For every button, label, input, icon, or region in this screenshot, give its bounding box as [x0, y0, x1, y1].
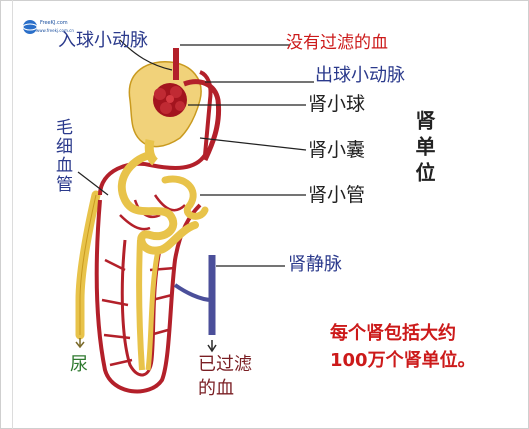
label-renal-tubule: 肾小管 [308, 186, 365, 205]
note-line-1: 每个肾包括大约 [330, 325, 456, 343]
urine-arrow [76, 338, 84, 347]
label-renal-vein: 肾静脉 [288, 256, 342, 274]
label-capillary: 毛细血管 [53, 118, 70, 194]
label-afferent-arteriole: 入球小动脉 [58, 32, 148, 50]
label-filtered-blood-1: 已过滤 [198, 356, 252, 374]
label-renal-capsule: 肾小囊 [308, 141, 365, 160]
label-glomerulus: 肾小球 [308, 95, 365, 114]
glomerulus-ball [153, 83, 187, 117]
label-unfiltered-blood: 没有过滤的血 [286, 35, 388, 52]
label-filtered-blood-2: 的血 [198, 380, 234, 398]
tubule-loop-descending [139, 240, 142, 370]
label-nephron: 肾单位 [414, 110, 434, 188]
note-line-2: 100万个肾单位。 [330, 352, 476, 370]
filtered-blood-arrow [208, 340, 216, 351]
leader-capsule [200, 138, 306, 150]
renal-vein-branch [175, 285, 212, 300]
label-urine: 尿 [70, 356, 88, 374]
label-efferent-arteriole: 出球小动脉 [315, 67, 405, 85]
